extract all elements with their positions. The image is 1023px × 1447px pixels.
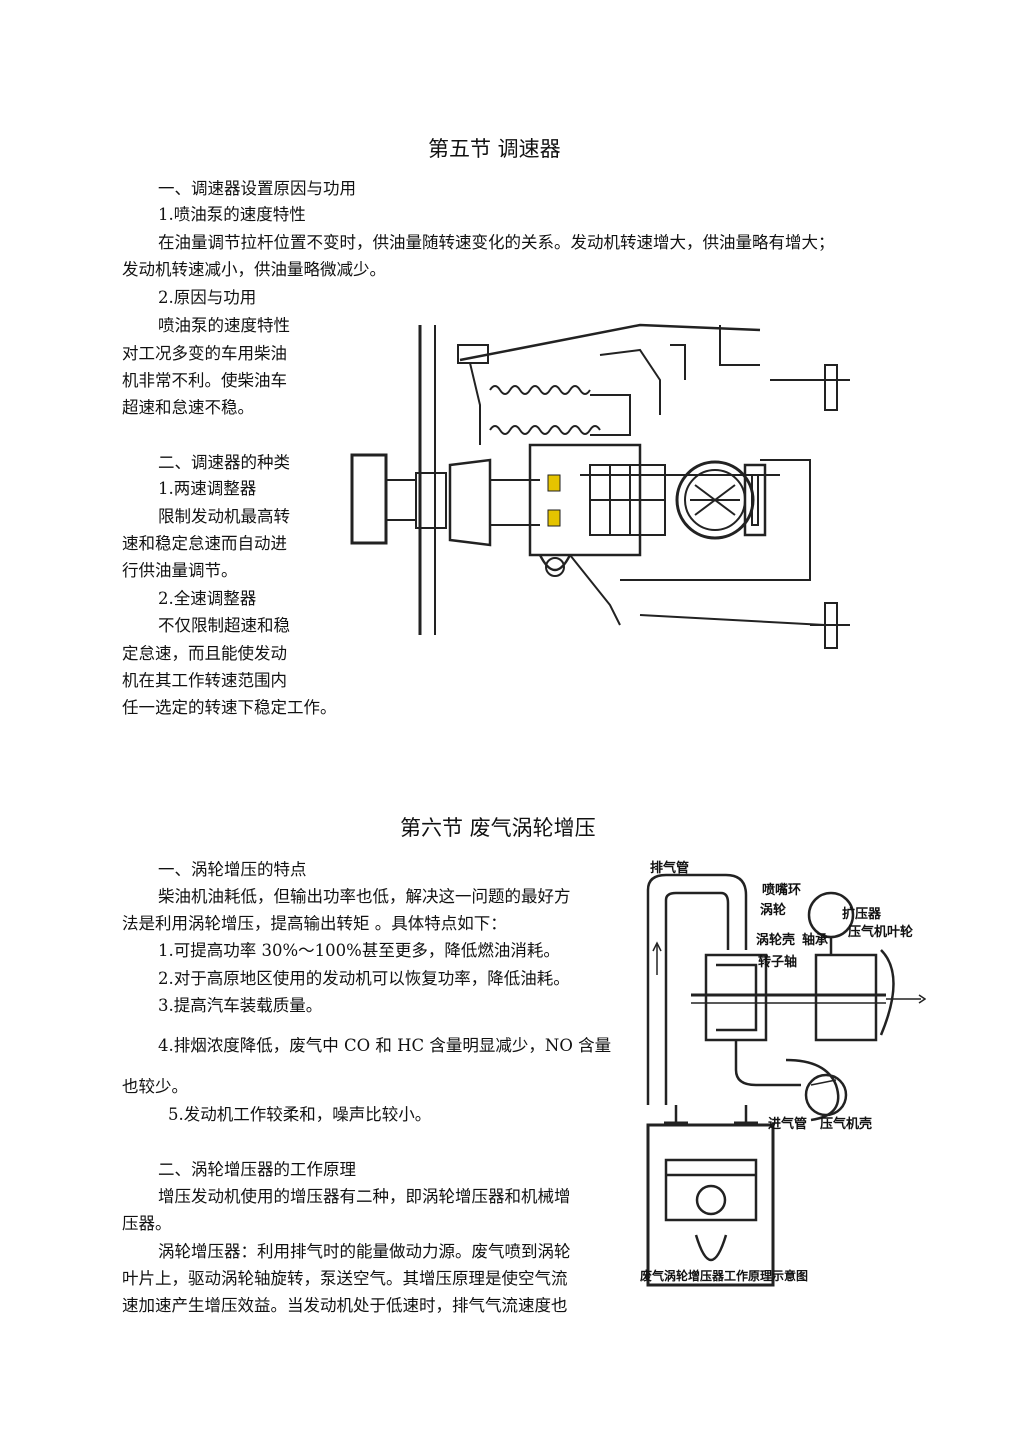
- section5-paragraph-2-line4: 超速和怠速不稳。: [122, 398, 254, 417]
- section5-paragraph-3-line3: 行供油量调节。: [122, 561, 238, 580]
- section6-paragraph-1-line2: 法是利用涡轮增压，提高输出转矩 。具体特点如下：: [122, 914, 507, 933]
- label-intake-pipe: 进气管: [768, 1117, 808, 1132]
- section5-paragraph-2-line1: 喷油泵的速度特性: [158, 316, 290, 335]
- section5-paragraph-3-line1: 限制发动机最高转: [158, 507, 290, 526]
- label-compressor-housing: 压气机壳: [820, 1117, 873, 1132]
- section6-paragraph-3-line1: 涡轮增压器：利用排气时的能量做动力源。废气喷到涡轮: [158, 1242, 571, 1261]
- section6-title: 第六节 废气涡轮增压: [400, 816, 596, 840]
- section5-paragraph-1-line2: 发动机转速减小，供油量略微减少。: [122, 260, 386, 279]
- section5-subheading-4: 2.全速调整器: [158, 589, 257, 608]
- section6-item-2: 2.对于高原地区使用的发动机可以恢复功率，降低油耗。: [158, 969, 570, 988]
- section6-paragraph-3-line3: 速加速产生增压效益。当发动机处于低速时，排气气流速度也: [122, 1296, 568, 1315]
- turbocharger-figure: 排气管 喷嘴环 涡轮 涡轮壳 轴承 转子轴 扩压器 压气机叶轮 进气管 压气机壳…: [636, 855, 926, 1295]
- governor-schematic-drawing: [350, 323, 850, 649]
- label-turbine: 涡轮: [760, 903, 787, 918]
- label-turbine-housing: 涡轮壳: [756, 933, 796, 948]
- section6-heading-1: 一、涡轮增压的特点: [158, 860, 307, 879]
- governor-schematic-figure: [340, 305, 860, 690]
- section6-item-4-cont: 也较少。: [122, 1077, 188, 1096]
- turbocharger-figure-caption: 废气涡轮增压器工作原理示意图: [640, 1269, 809, 1283]
- label-nozzle-ring: 喷嘴环: [762, 883, 802, 898]
- section5-subheading-3: 1.两速调整器: [158, 479, 257, 498]
- section6-item-3: 3.提高汽车装载质量。: [158, 996, 323, 1015]
- section6-paragraph-2-line1: 增压发动机使用的增压器有二种，即涡轮增压器和机械增: [158, 1187, 571, 1206]
- section6-paragraph-1-line1: 柴油机油耗低，但输出功率也低，解决这一问题的最好方: [158, 887, 571, 906]
- section5-heading-2: 二、调速器的种类: [158, 453, 290, 472]
- section6-item-4: 4.排烟浓度降低，废气中 CO 和 HC 含量明显减少，NO 含量: [158, 1036, 612, 1055]
- turbocharger-drawing: [646, 873, 926, 1287]
- section6-heading-2: 二、涡轮增压器的工作原理: [158, 1160, 356, 1179]
- section5-subheading-2: 2.原因与功用: [158, 288, 257, 307]
- section5-paragraph-4-line1: 不仅限制超速和稳: [158, 616, 290, 635]
- section5-subheading-1: 1.喷油泵的速度特性: [158, 205, 306, 224]
- section6-item-1: 1.可提高功率 30%～100%甚至更多，降低燃油消耗。: [158, 941, 560, 960]
- label-bearing: 轴承: [802, 933, 829, 948]
- label-diffuser: 扩压器: [842, 907, 882, 922]
- section5-heading-1: 一、调速器设置原因与功用: [158, 179, 356, 198]
- section5-paragraph-4-line4: 任一选定的转速下稳定工作。: [122, 698, 337, 717]
- label-compressor-wheel: 压气机叶轮: [848, 925, 914, 940]
- section6-paragraph-3-line2: 叶片上，驱动涡轮轴旋转，泵送空气。其增压原理是使空气流: [122, 1269, 568, 1288]
- section6-item-5: 5.发动机工作较柔和，噪声比较小。: [168, 1105, 432, 1124]
- section5-paragraph-1-line1: 在油量调节拉杆位置不变时，供油量随转速变化的关系。发动机转速增大，供油量略有增大…: [158, 233, 835, 252]
- section5-paragraph-4-line2: 定怠速，而且能使发动: [122, 644, 287, 663]
- section5-paragraph-2-line2: 对工况多变的车用柴油: [122, 344, 287, 363]
- section6-paragraph-2-line2: 压器。: [122, 1214, 172, 1233]
- section5-title: 第五节 调速器: [428, 137, 561, 161]
- label-exhaust-pipe: 排气管: [650, 861, 690, 876]
- section5-paragraph-4-line3: 机在其工作转速范围内: [122, 671, 287, 690]
- section5-paragraph-2-line3: 机非常不利。使柴油车: [122, 371, 287, 390]
- label-rotor-shaft: 转子轴: [758, 955, 798, 970]
- section5-paragraph-3-line2: 速和稳定怠速而自动进: [122, 534, 287, 553]
